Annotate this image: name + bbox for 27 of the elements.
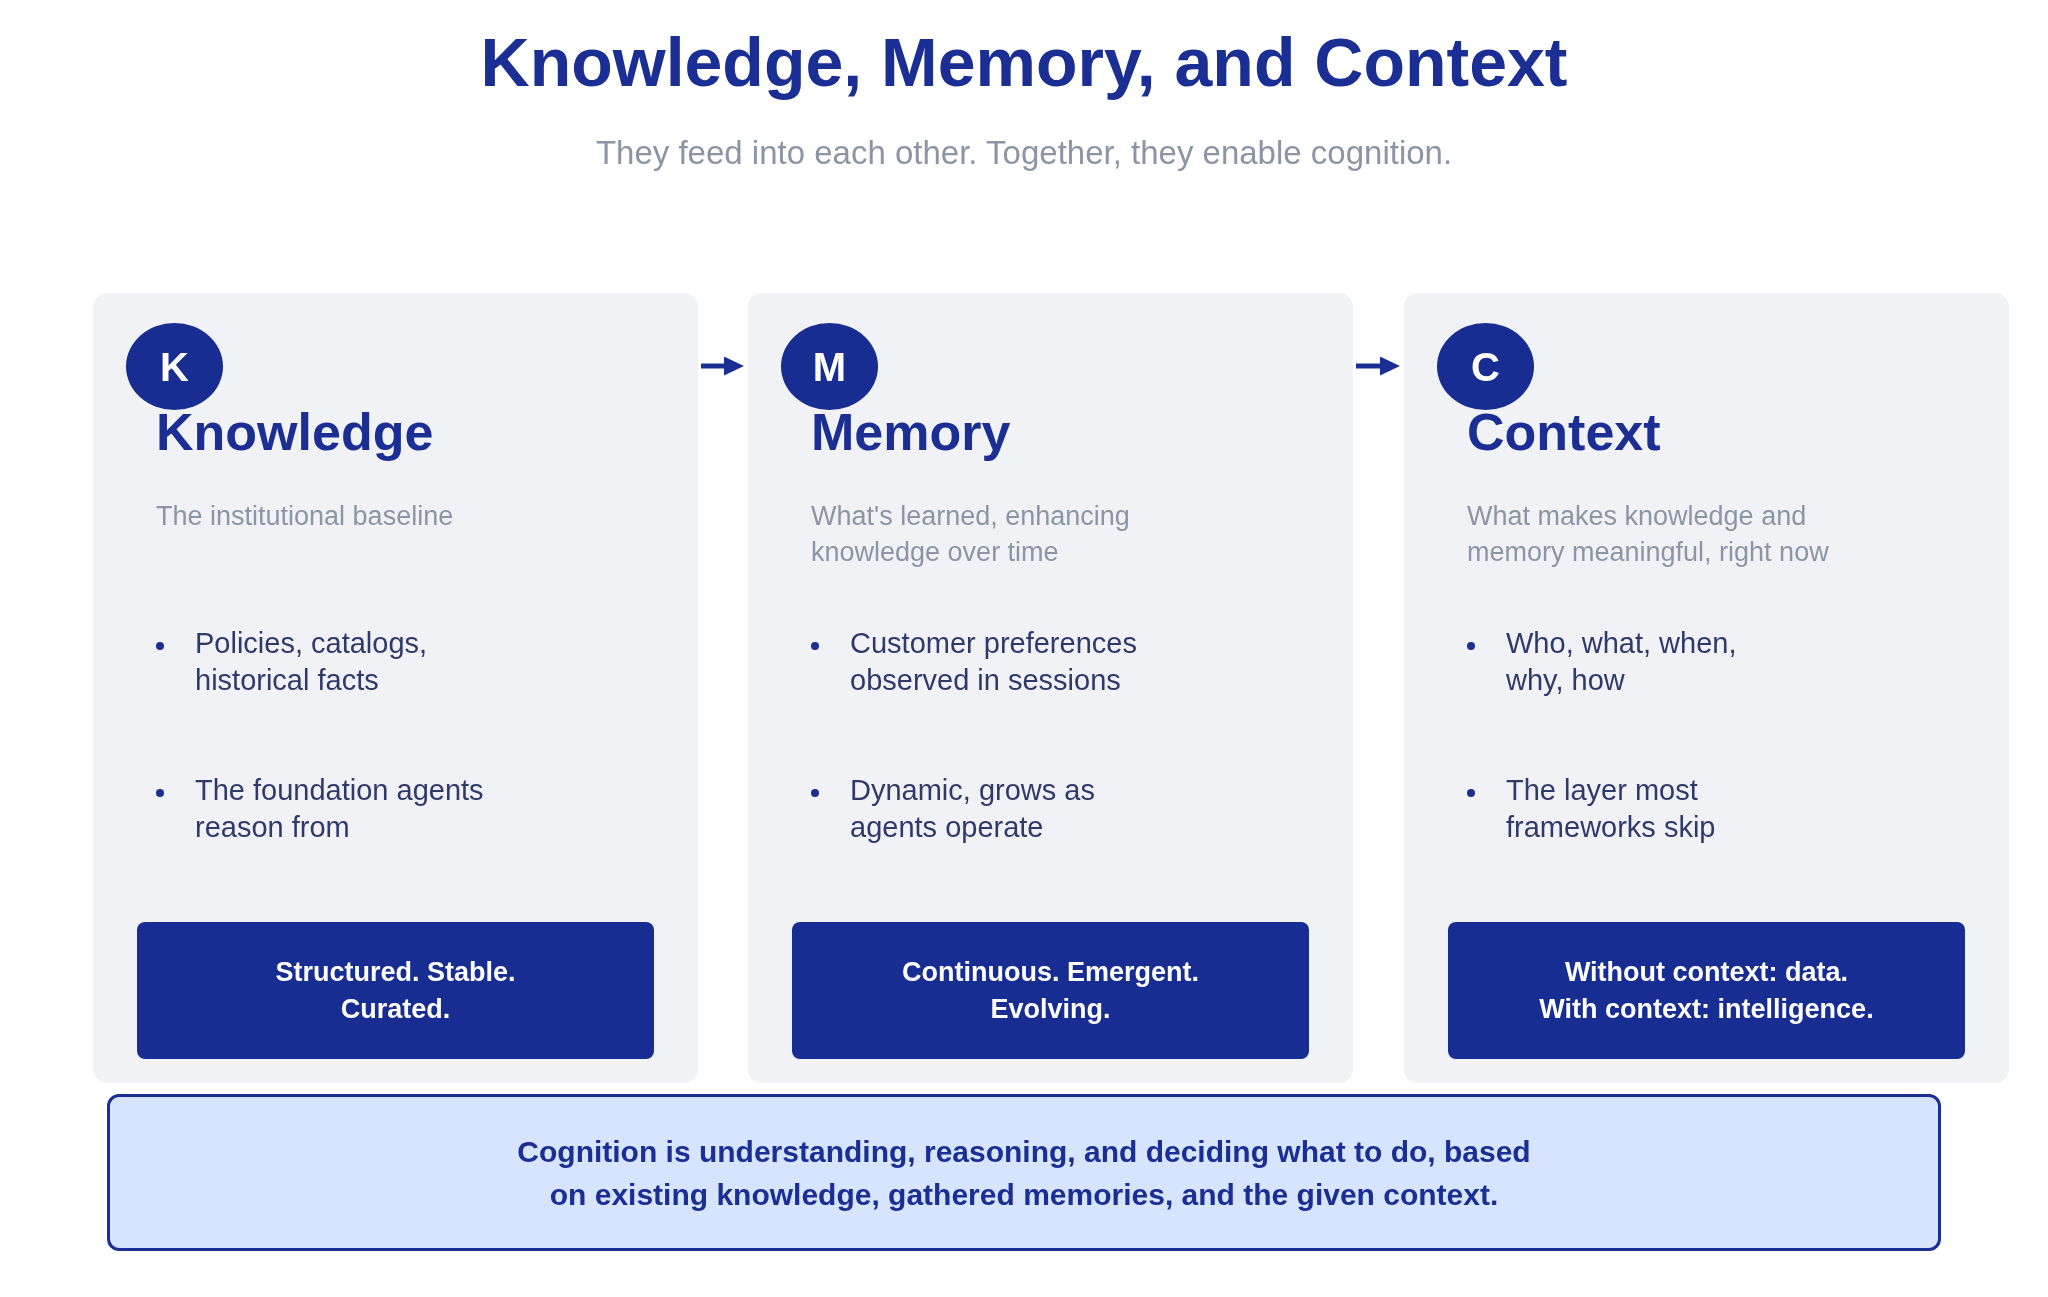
card-subtitle: What makes knowledge and memory meaningful, right now	[1467, 500, 1830, 569]
banner-text: Structured. Stable. Curated.	[274, 955, 517, 1026]
bullet-text: Who, what, when, why, how	[1506, 626, 1738, 698]
letter-badge: K	[126, 323, 223, 410]
definition-banner	[107, 1094, 1941, 1251]
banner-text: Without context: data. With context: intelligence.	[1538, 955, 1875, 1026]
bullet-text: The layer most frameworks skip	[1506, 773, 1717, 845]
letter-badge: C	[1437, 323, 1534, 410]
summary-banner	[792, 922, 1309, 1059]
subtitle: They feed into each other. Together, they enable cognition.	[594, 133, 1454, 173]
bullet-text: Dynamic, grows as agents operate	[850, 773, 1096, 845]
card-subtitle: The institutional baseline	[156, 500, 455, 533]
title: Knowledge, Memory, and Context	[480, 24, 1568, 100]
bullet-text: Customer preferences observed in sessions	[850, 626, 1138, 698]
card-panel	[1404, 293, 2009, 1083]
card-panel	[93, 293, 698, 1083]
card-panel	[748, 293, 1353, 1083]
summary-banner	[137, 922, 654, 1059]
arrow	[701, 356, 744, 376]
bullet-text: Policies, catalogs, historical facts	[195, 626, 429, 698]
banner-text: Continuous. Emergent. Evolving.	[901, 955, 1200, 1026]
bullet-text: The foundation agents reason from	[195, 773, 485, 845]
summary-banner	[1448, 922, 1965, 1059]
definition-text: Cognition is understanding, reasoning, and deciding what to do, based on existing knowledge, gathered memories, and the given context.	[516, 1133, 1532, 1213]
arrow	[1356, 356, 1400, 376]
card-subtitle: What's learned, enhancing knowledge over time	[811, 500, 1131, 569]
letter-badge: M	[781, 323, 878, 410]
